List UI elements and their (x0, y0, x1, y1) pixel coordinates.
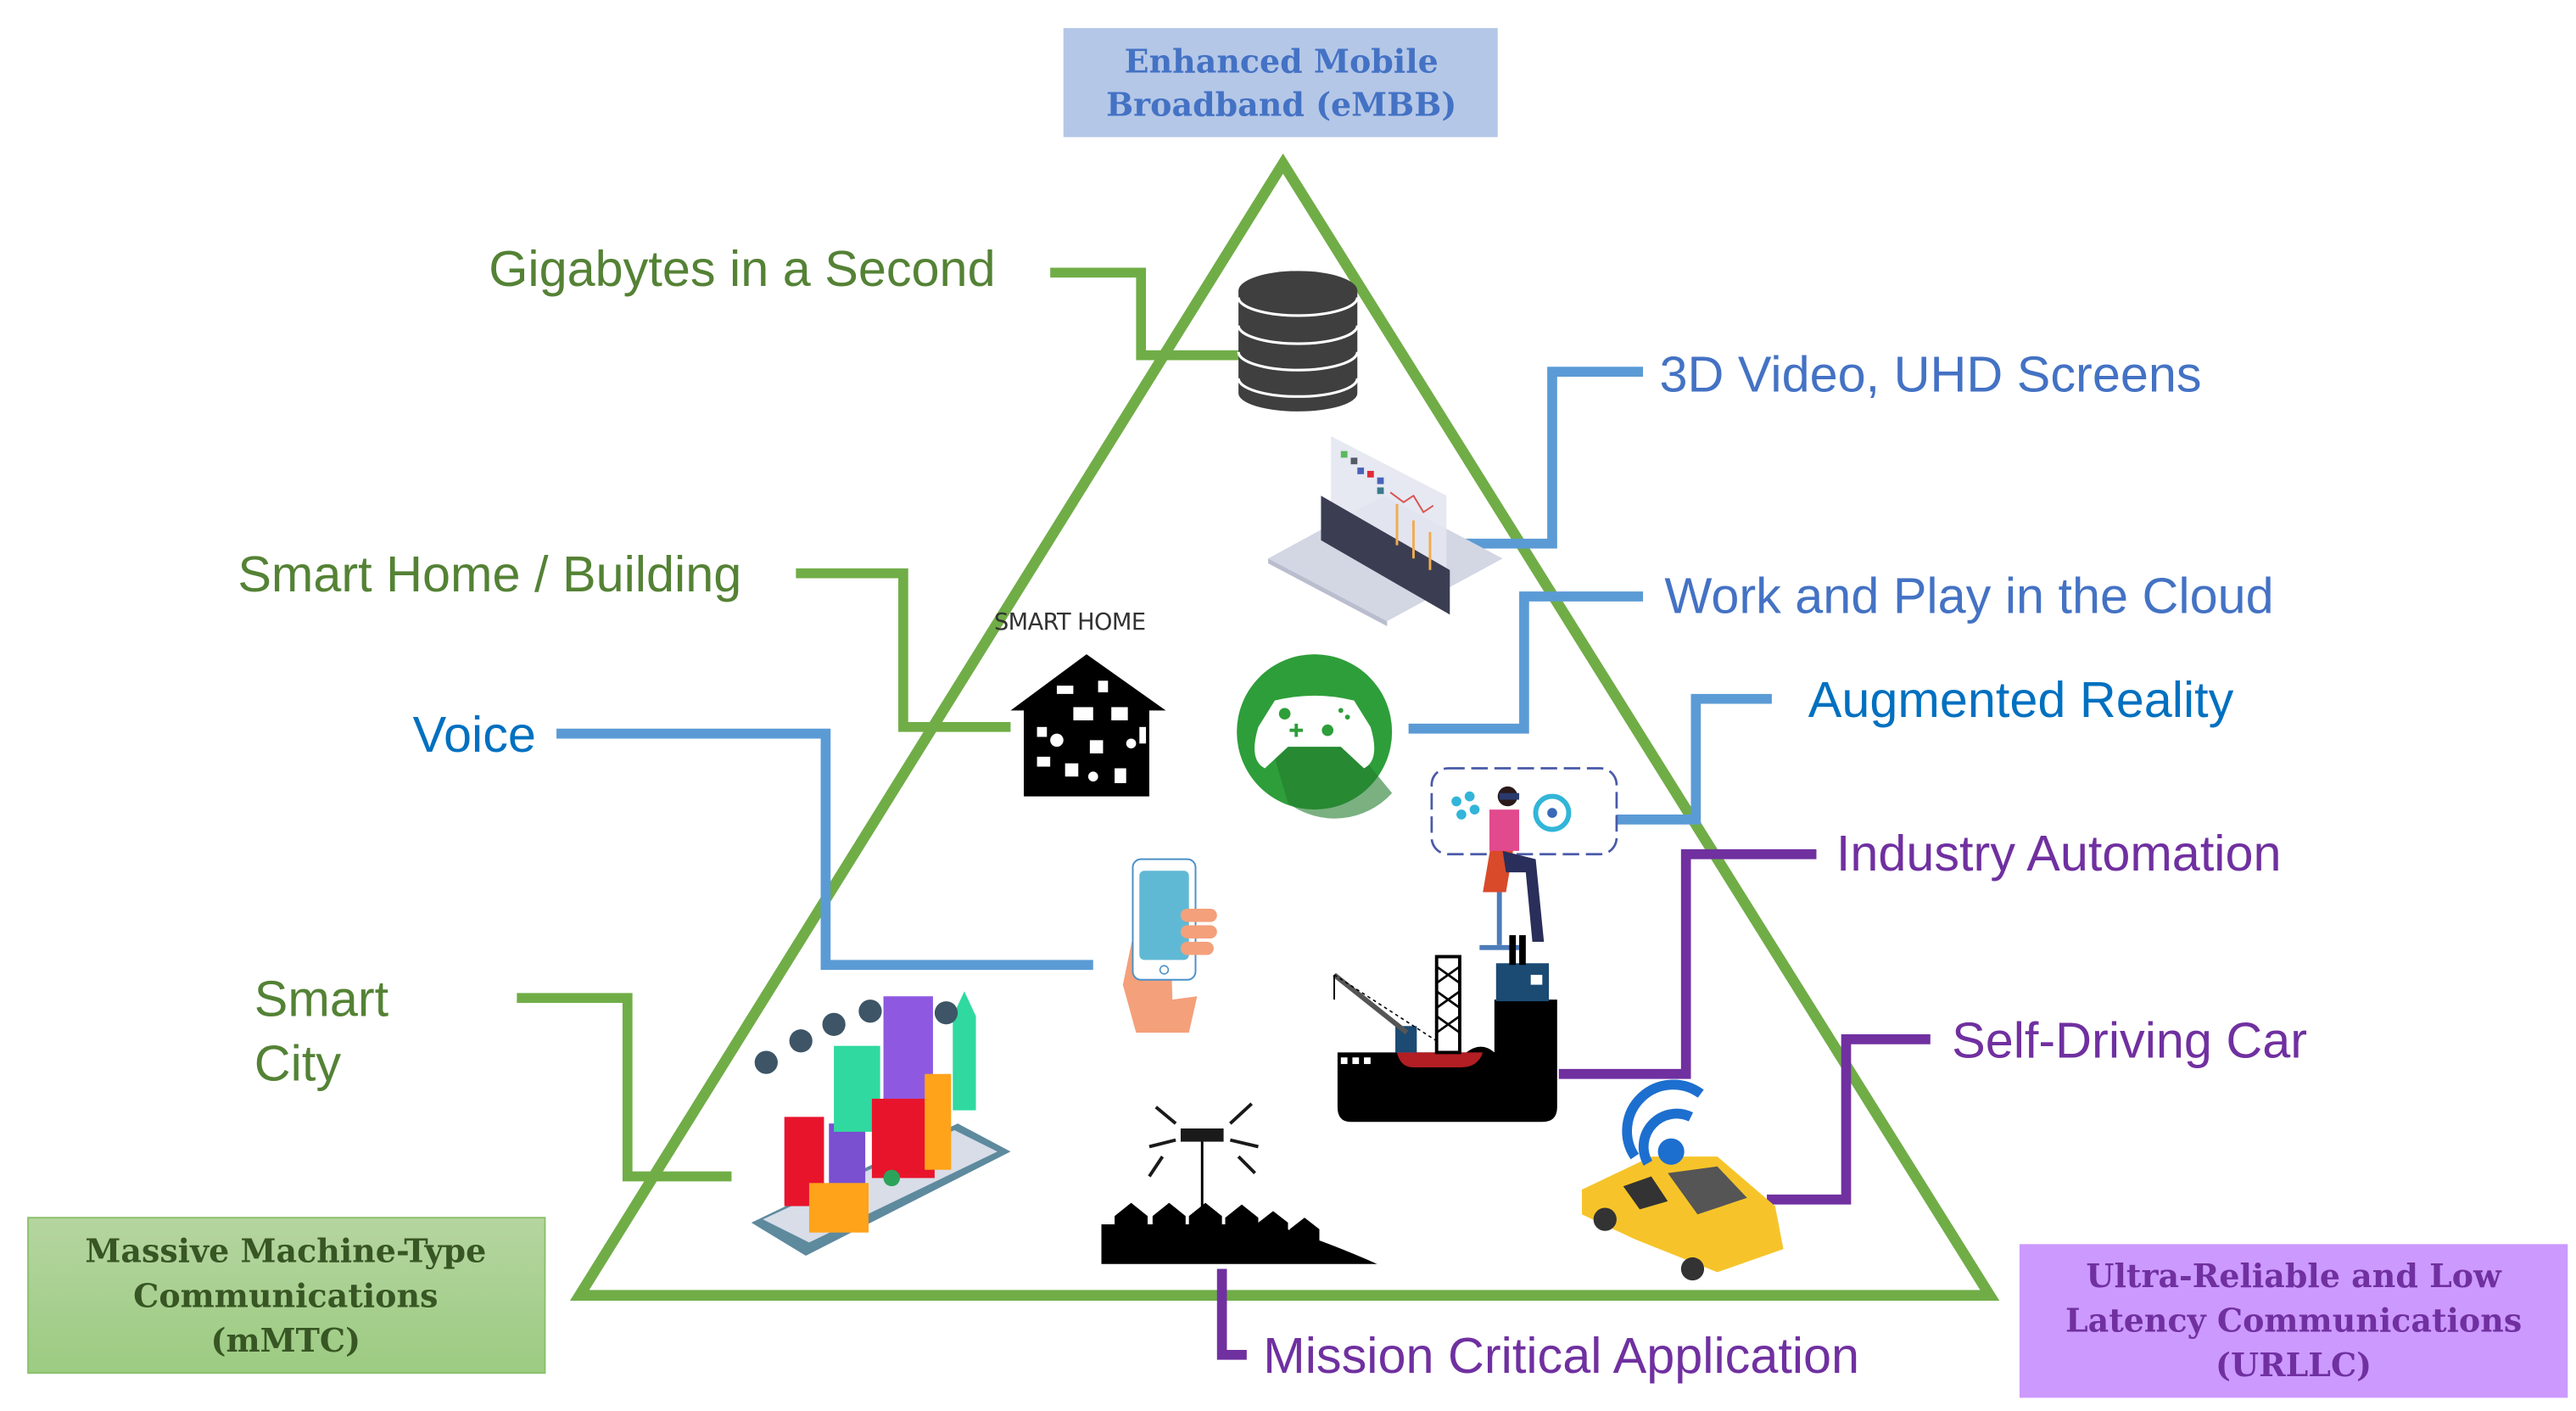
smart-home-house-icon (1010, 654, 1166, 797)
label-gigabytes: Gigabytes in a Second (489, 240, 995, 297)
vr-headset-user-icon (1430, 767, 1618, 950)
hologram-display-icon (1268, 436, 1503, 627)
industrial-ship-icon (1333, 935, 1557, 1123)
smart-city-icon (751, 991, 1011, 1256)
mmtc-line-3: (mMTC) (211, 1321, 361, 1359)
connector-industry (1558, 848, 1817, 1079)
mmtc-box: Massive Machine-Type Communications (mMT… (27, 1217, 546, 1375)
embb-box: Enhanced Mobile Broadband (eMBB) (1063, 28, 1498, 137)
game-controller-icon (1237, 654, 1393, 819)
connector-ar (1614, 693, 1772, 825)
label-industry-automation: Industry Automation (1836, 825, 2282, 882)
mmtc-line-2: Communications (133, 1276, 438, 1314)
connector-mission-critical (1216, 1268, 1247, 1360)
connector-3d-video (1464, 367, 1644, 549)
label-self-driving-car: Self-Driving Car (1952, 1011, 2307, 1068)
urllc-line-3: (URLLC) (2216, 1346, 2372, 1384)
label-voice: Voice (413, 706, 536, 763)
label-smart-home-building: Smart Home / Building (237, 546, 741, 602)
label-smart-city-1: Smart (254, 971, 389, 1027)
label-work-play-cloud: Work and Play in the Cloud (1664, 567, 2273, 624)
embb-line-1: Enhanced Mobile (1125, 42, 1439, 81)
connector-gigabytes (1050, 267, 1242, 361)
urllc-box: Ultra-Reliable and Low Latency Communica… (2019, 1244, 2568, 1398)
smart-home-caption: SMART HOME (994, 609, 1146, 636)
mmtc-line-1: Massive Machine-Type (85, 1232, 486, 1270)
database-icon (1237, 271, 1359, 412)
label-smart-city-2: City (254, 1035, 342, 1092)
connector-smart-city (517, 993, 732, 1182)
label-augmented-reality: Augmented Reality (1808, 671, 2234, 728)
connected-car-icon (1582, 1079, 1784, 1281)
urllc-line-2: Latency Communications (2065, 1302, 2522, 1340)
label-3d-video: 3D Video, UHD Screens (1660, 346, 2202, 403)
embb-line-2: Broadband (eMBB) (1106, 85, 1456, 123)
connector-cloud (1408, 591, 1644, 734)
hand-holding-phone-icon (1122, 858, 1217, 1033)
connector-voice (556, 728, 1093, 971)
siren-tower-icon (1101, 1102, 1377, 1264)
connector-smart-home (796, 568, 1011, 732)
connector-self-driving (1767, 1034, 1931, 1205)
label-mission-critical: Mission Critical Application (1263, 1327, 1859, 1384)
urllc-line-1: Ultra-Reliable and Low (2086, 1257, 2502, 1295)
